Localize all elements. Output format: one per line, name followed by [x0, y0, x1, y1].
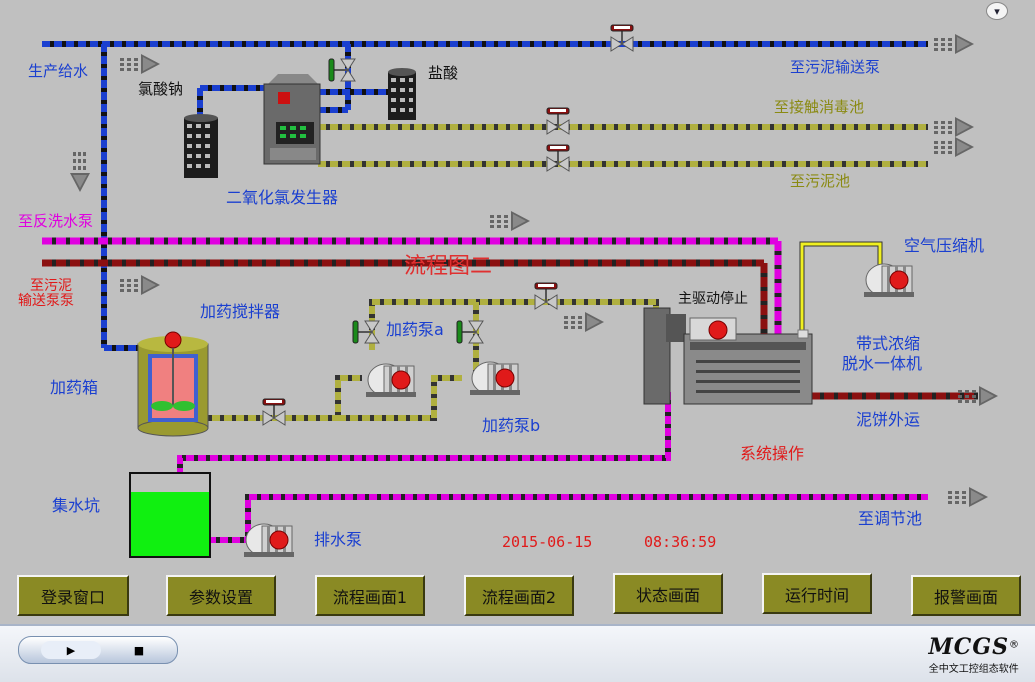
clo2-generator[interactable]	[263, 74, 321, 165]
parameter-settings-label: 参数设置	[188, 587, 253, 607]
flow-arrow-icon	[70, 152, 90, 192]
flow-screen-2-label: 流程画面2	[481, 587, 557, 607]
status-screen-label: 状态画面	[635, 585, 700, 605]
status-screen-button[interactable]: 状态画面	[613, 573, 723, 614]
brand-logo: MCGS® 全中文工控组态软件	[928, 634, 1019, 675]
flow-arrow-icon	[564, 312, 604, 332]
valve-icon[interactable]	[546, 107, 570, 135]
valve-icon[interactable]	[610, 24, 634, 52]
sodium-chlorate-tank	[184, 114, 218, 178]
air-pipe	[799, 241, 883, 330]
brand-subtitle: 全中文工控组态软件	[928, 664, 1019, 675]
label-drain-pump: 排水泵	[314, 530, 363, 549]
label-to-sludge-pump-left-1: 至污泥	[30, 278, 72, 294]
label-system-operation[interactable]: 系统操作	[740, 444, 805, 463]
mixer-icon[interactable]	[151, 331, 195, 411]
olive-pipes-top	[318, 124, 928, 167]
valve-icon[interactable]	[262, 398, 286, 426]
runtime-taskbar: ▶ ■ MCGS® 全中文工控组态软件	[0, 624, 1035, 682]
valve-icon[interactable]	[352, 320, 380, 344]
hydrochloric-acid-tank	[388, 68, 416, 120]
process-screen: 流程图二 生产给水 氯酸钠 盐酸 二氧化氯发生器 至污泥输送泵 至接触消毒池 至…	[17, 2, 1021, 616]
label-to-regulating-tank: 至调节池	[858, 509, 923, 528]
valve-icon[interactable]	[534, 282, 558, 310]
runtime-label: 运行时间	[784, 585, 849, 605]
flow-arrow-icon	[120, 275, 160, 295]
label-sump: 集水坑	[52, 496, 101, 515]
sump-tank	[129, 472, 211, 558]
play-button[interactable]: ▶	[41, 641, 101, 659]
belt-press-icon[interactable]	[643, 307, 813, 405]
label-dosing-pump-b: 加药泵b	[482, 416, 541, 435]
label-production-water: 生产给水	[28, 62, 89, 80]
process-diagram	[42, 24, 998, 558]
alarm-screen-label: 报警画面	[933, 587, 998, 607]
flow-arrow-icon	[934, 34, 974, 54]
valve-icon[interactable]	[328, 58, 356, 82]
flow-screen-1-button[interactable]: 流程画面1	[315, 575, 425, 616]
time-display: 08:36:59	[644, 533, 717, 551]
label-dosing-mixer: 加药搅拌器	[200, 302, 281, 321]
flow-screen-2-button[interactable]: 流程画面2	[464, 575, 574, 616]
flow-arrow-icon	[120, 54, 160, 74]
label-belt-thickener-1: 带式浓缩	[856, 334, 921, 353]
label-to-sludge-pump-top: 至污泥输送泵	[790, 58, 881, 76]
flow-arrow-icon	[948, 487, 988, 507]
brand-name: MCGS	[928, 634, 1009, 660]
pump-icon[interactable]	[863, 263, 915, 298]
minimize-icon[interactable]: ▾	[986, 2, 1008, 20]
label-main-drive-stop: 主驱动停止	[678, 291, 748, 307]
label-to-sludge-pond: 至污泥池	[790, 172, 851, 190]
backwash-pipes	[42, 237, 978, 400]
label-to-contact-tank: 至接触消毒池	[774, 98, 865, 116]
label-dosing-tank: 加药箱	[50, 378, 99, 397]
login-window-button[interactable]: 登录窗口	[17, 575, 129, 616]
flow-arrow-icon	[490, 211, 530, 231]
player-controls: ▶ ■	[18, 636, 178, 664]
valve-icon[interactable]	[546, 144, 570, 172]
flow-arrow-icon	[934, 117, 974, 137]
drain-pipes	[177, 392, 928, 543]
parameter-settings-button[interactable]: 参数设置	[166, 575, 276, 616]
runtime-button[interactable]: 运行时间	[762, 573, 872, 614]
label-dosing-pump-a: 加药泵a	[386, 320, 444, 339]
flow-arrow-icon	[934, 137, 974, 157]
label-cake-out: 泥饼外运	[856, 410, 921, 429]
alarm-screen-button[interactable]: 报警画面	[911, 575, 1021, 616]
login-window-label: 登录窗口	[40, 587, 105, 607]
registered-mark: ®	[1009, 639, 1019, 651]
label-clo2-generator: 二氧化氯发生器	[226, 188, 339, 207]
label-air-compressor: 空气压缩机	[904, 236, 985, 255]
pump-icon[interactable]	[469, 361, 521, 396]
pump-icon[interactable]	[243, 523, 295, 558]
label-hydrochloric-acid: 盐酸	[428, 64, 459, 82]
valve-icon[interactable]	[456, 320, 484, 344]
label-to-backwash-pump: 至反洗水泵	[18, 212, 94, 230]
date-display: 2015-06-15	[502, 533, 593, 551]
flow-screen-1-label: 流程画面1	[332, 587, 408, 607]
pump-icon[interactable]	[365, 363, 417, 398]
label-sodium-chlorate: 氯酸钠	[138, 80, 184, 98]
label-belt-thickener-2: 脱水一体机	[842, 354, 923, 373]
page-title: 流程图二	[404, 254, 493, 279]
stop-button[interactable]: ■	[133, 643, 145, 657]
label-to-sludge-pump-left-2: 输送泵泵	[18, 293, 74, 309]
